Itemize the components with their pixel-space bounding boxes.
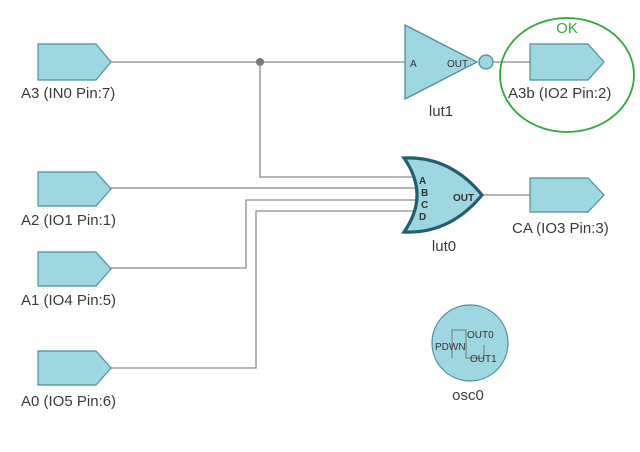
- lut1-input-a-label: A: [410, 59, 417, 70]
- lut0-input-b-label: B: [421, 188, 428, 199]
- port-a3-label: A3 (IN0 Pin:7): [21, 85, 115, 102]
- ok-status-label: OK: [556, 20, 578, 37]
- lut0-input-a-label: A: [419, 176, 426, 187]
- osc0-block[interactable]: PDWN OUT0 OUT1 osc0: [431, 304, 509, 404]
- output-port-shape: [529, 177, 605, 213]
- lut1-block[interactable]: A OUT lut1: [404, 23, 494, 120]
- port-a1[interactable]: A1 (IO4 Pin:5): [21, 251, 116, 309]
- input-port-shape: [37, 350, 112, 386]
- osc0-out0-label: OUT0: [467, 330, 494, 341]
- port-a0-label: A0 (IO5 Pin:6): [21, 393, 116, 410]
- port-a1-label: A1 (IO4 Pin:5): [21, 292, 116, 309]
- oscillator-wave-icon: [451, 329, 485, 359]
- lut1-output-label: OUT: [447, 59, 468, 70]
- port-a0[interactable]: A0 (IO5 Pin:6): [21, 350, 116, 410]
- osc0-pdwn-label: PDWN: [435, 342, 466, 353]
- wires: [110, 58, 530, 369]
- wire-a3-to-lut0-a: [259, 62, 418, 178]
- lut1-name: lut1: [429, 103, 453, 120]
- output-port-shape: [529, 43, 605, 81]
- port-a3b-label: A3b (IO2 Pin:2): [508, 85, 611, 102]
- wire-a0-to-lut0-d: [110, 210, 418, 369]
- wire-a1-to-lut0-c: [110, 199, 418, 269]
- input-port-shape: [37, 171, 112, 207]
- inverter-bubble: [478, 54, 494, 70]
- port-a3b[interactable]: OK A3b (IO2 Pin:2): [499, 17, 635, 133]
- osc0-name: osc0: [452, 387, 484, 404]
- or-gate-shape: [401, 156, 485, 234]
- buffer-gate-shape: [404, 23, 479, 101]
- osc0-out1-label: OUT1: [470, 354, 497, 365]
- input-port-shape: [37, 251, 112, 287]
- port-ca[interactable]: CA (IO3 Pin:3): [512, 177, 609, 237]
- lut0-input-d-label: D: [419, 212, 426, 223]
- port-a3[interactable]: A3 (IN0 Pin:7): [21, 43, 115, 102]
- port-a2[interactable]: A2 (IO1 Pin:1): [21, 171, 116, 229]
- lut0-name: lut0: [432, 238, 456, 255]
- lut0-block[interactable]: A B C D OUT lut0: [401, 156, 485, 255]
- ok-highlight-ring: [499, 17, 635, 133]
- oscillator-body: [431, 304, 509, 382]
- port-a2-label: A2 (IO1 Pin:1): [21, 212, 116, 229]
- lut0-input-c-label: C: [421, 200, 428, 211]
- port-ca-label: CA (IO3 Pin:3): [512, 220, 609, 237]
- input-port-shape: [37, 43, 112, 81]
- lut0-output-label: OUT: [453, 193, 474, 204]
